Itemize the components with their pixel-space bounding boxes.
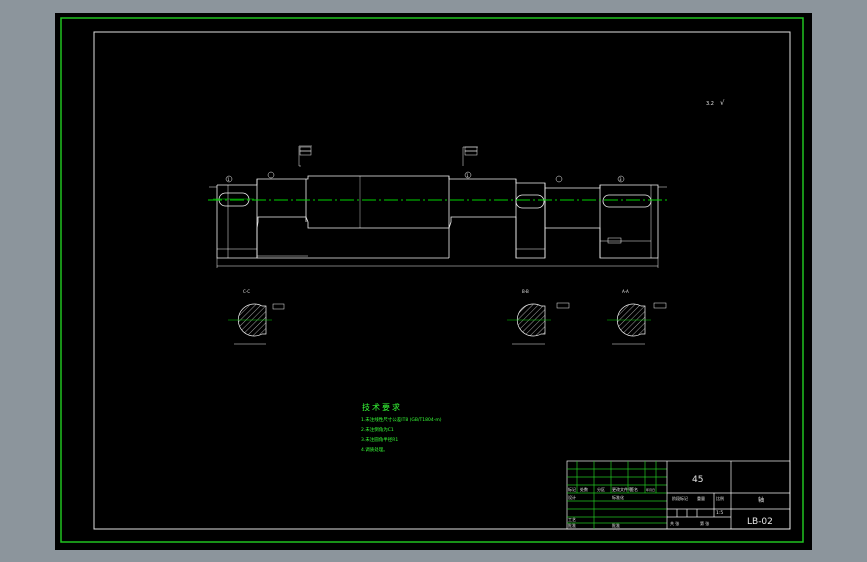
- tb-scale-value: 1:5: [716, 510, 723, 516]
- tb-part-name: 轴: [758, 496, 764, 504]
- tb-designer: 设计: [568, 494, 576, 500]
- roughness-symbol: √: [720, 99, 725, 107]
- tb-sheets: 共 张: [670, 520, 679, 526]
- section-b: [507, 302, 570, 345]
- outer-frame: [60, 17, 804, 543]
- tech-req-item-1: 1.未注线性尺寸公差IT8 (GB/T1804-m): [361, 416, 442, 423]
- tb-material: 45: [692, 475, 703, 485]
- tech-req-item-3: 3.未注圆角半径R1: [361, 436, 398, 443]
- tb-count: 处数: [580, 486, 588, 492]
- technical-requirements: 技术要求 1.未注线性尺寸公差IT8 (GB/T1804-m) 2.未注倒角为C…: [361, 402, 442, 453]
- tb-sheet-no: 第 张: [700, 520, 709, 526]
- tb-signature: 签名: [630, 486, 638, 492]
- tb-stage-mark: 阶段标记: [672, 495, 688, 501]
- shaft-drawing: 3.2 √: [60, 17, 804, 543]
- title-block: [566, 460, 791, 530]
- tb-process: 工艺: [568, 517, 576, 522]
- scale-label: 3.2: [706, 101, 714, 107]
- section-label-b: B-B: [522, 289, 529, 294]
- section-label-a: A-A: [622, 289, 629, 294]
- tb-zone: 分区: [597, 486, 605, 492]
- tech-req-title: 技术要求: [362, 402, 402, 412]
- tb-standardize: 标准化: [612, 494, 624, 500]
- cad-viewport[interactable]: 3.2 √: [55, 13, 812, 550]
- section-label-c: C-C: [243, 289, 250, 294]
- tech-req-item-2: 2.未注倒角为C1: [361, 426, 394, 433]
- tb-approve: 批准: [568, 522, 576, 528]
- title-block-labels: 标记 处数 分区 更改文件号 签名 年月日 设计 标准化 工艺 批准 批准 阶段…: [568, 475, 773, 528]
- shaft-main-view: [209, 145, 667, 268]
- tb-ratio: 比例: [716, 495, 724, 501]
- tb-mark: 标记: [568, 486, 576, 492]
- tb-drawing-number: LB-02: [747, 517, 773, 527]
- tb-change-doc: 更改文件号: [612, 486, 632, 492]
- tb-approve-2: 批准: [612, 522, 620, 528]
- section-c: [228, 303, 285, 345]
- tb-date: 年月日: [646, 487, 655, 492]
- datum-mark-left: 1: [227, 177, 230, 182]
- section-a: [607, 302, 667, 345]
- inner-frame: [93, 31, 791, 530]
- tb-weight: 重量: [697, 495, 705, 501]
- datum-mark-mid: 1: [466, 173, 469, 178]
- tech-req-item-4: 4.调质处理。: [361, 446, 388, 453]
- datum-mark-right: 3: [619, 177, 622, 182]
